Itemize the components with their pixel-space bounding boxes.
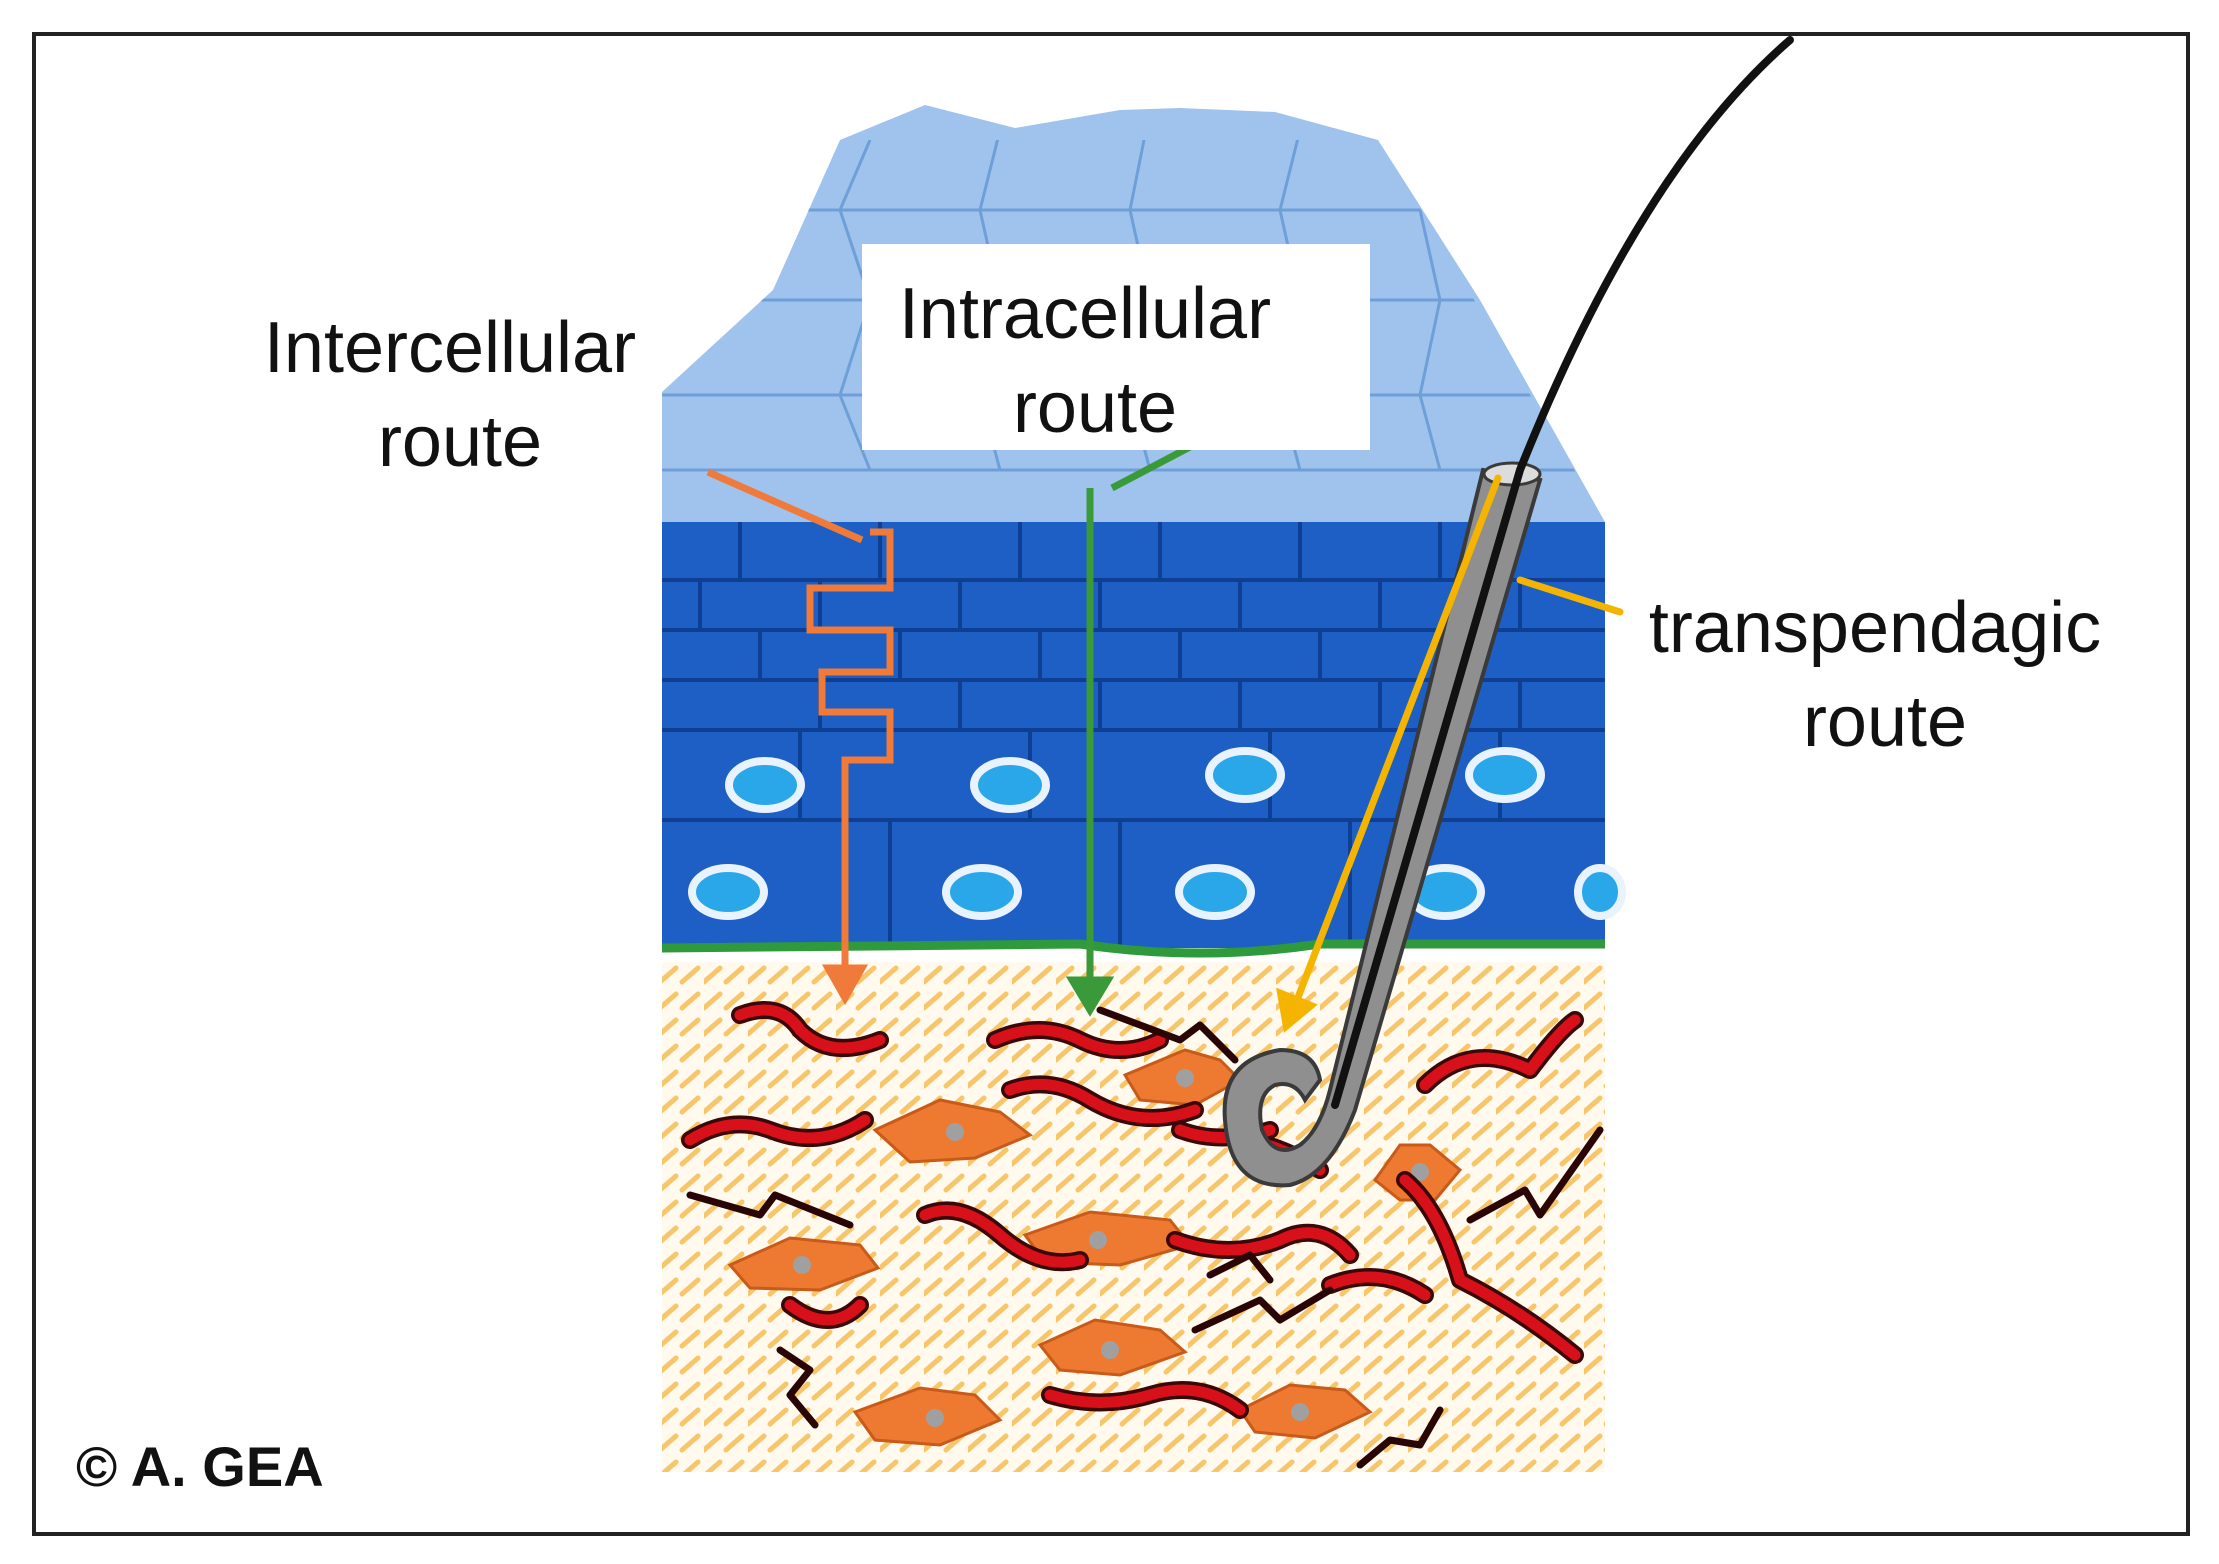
intracellular-route-label: Intracellular route (899, 274, 1291, 448)
intracellular-line-1: Intracellular (899, 274, 1271, 354)
intracellular-label-box (862, 244, 1370, 450)
basement-membrane (661, 939, 1605, 958)
transpendagic-line-1: transpendagic (1649, 588, 2101, 668)
hair-shaft (1331, 36, 1794, 1109)
intercellular-line-2: route (378, 402, 542, 482)
elastic-fibers (686, 1006, 1604, 1469)
transpendagic-route-arrow (1276, 474, 1624, 1033)
intercellular-route-arrow (706, 468, 894, 1006)
intracellular-line-2: route (1013, 368, 1177, 448)
fibroblast-nuclei (793, 1069, 1429, 1427)
copyright-notice: © A. GEA (76, 1435, 324, 1498)
intercellular-line-1: Intercellular (264, 308, 636, 388)
transpendagic-line-2: route (1803, 682, 1967, 762)
cell-nuclei (688, 747, 1626, 920)
intercellular-route-label: Intercellular route (264, 308, 656, 482)
transpendagic-route-label: transpendagic route (1649, 588, 2121, 762)
